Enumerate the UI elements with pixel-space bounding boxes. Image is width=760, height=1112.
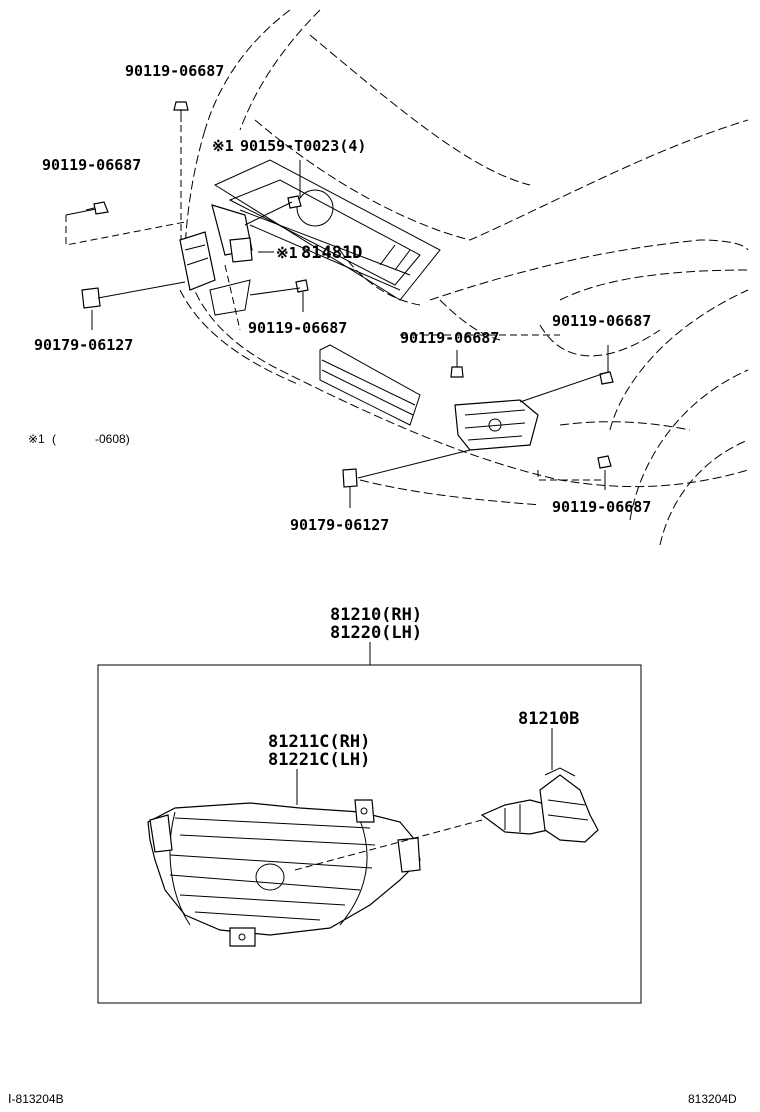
bolt-icon (597, 455, 612, 469)
callout-clip-left: 90179-06127 (34, 336, 133, 354)
bulb-label: 81210B (518, 709, 579, 729)
leader-lines-upper (65, 160, 609, 508)
car-front-outline (179, 9, 749, 546)
footnote-open: ( (52, 432, 56, 446)
callout-bolt-center: 90119-06687 (400, 329, 499, 347)
assembly-box (97, 664, 642, 1004)
bolt-icon (295, 279, 309, 293)
bulb-icon (480, 767, 599, 843)
footnote-date: -0608) (95, 432, 130, 446)
lamp-unit-label-lh: 81221C(LH) (268, 750, 370, 770)
callout-bolt-top: 90119-06687 (125, 62, 224, 80)
bolt-icon (287, 195, 302, 209)
clip-icon (342, 468, 358, 488)
lower-grille (319, 344, 421, 426)
lamp-unit-label-rh: 81211C(RH) (268, 732, 370, 752)
left-bracket-assembly (179, 204, 253, 316)
callout-bolt-right-top: 90119-06687 (552, 312, 651, 330)
footer-left-code: Ⅰ-813204B (8, 1092, 64, 1106)
callout-screw-ref-mark: ※1 (212, 137, 234, 155)
footer-right-code: 813204D (688, 1092, 737, 1106)
callout-screw-ref: 90159-T0023(4) (240, 137, 366, 155)
assembly-label-lh: 81220(LH) (330, 623, 422, 643)
callout-bolt-mid: 90119-06687 (248, 319, 347, 337)
footnote-mark: ※1 (28, 432, 45, 446)
callout-bracket: 81481D (301, 243, 362, 263)
fog-lamp-icon (147, 799, 421, 947)
callout-bolt-left: 90119-06687 (42, 156, 141, 174)
callout-bracket-mark: ※1 (276, 244, 298, 262)
callout-clip-bottom: 90179-06127 (290, 516, 389, 534)
upper-grille (213, 159, 441, 301)
bolt-icon (173, 101, 189, 122)
assembly-label-rh: 81210(RH) (330, 605, 422, 625)
callout-bolt-right-bottom: 90119-06687 (552, 498, 651, 516)
fog-lamp-installed (454, 399, 539, 451)
clip-icon (81, 287, 101, 309)
bolt-icon (85, 201, 109, 215)
